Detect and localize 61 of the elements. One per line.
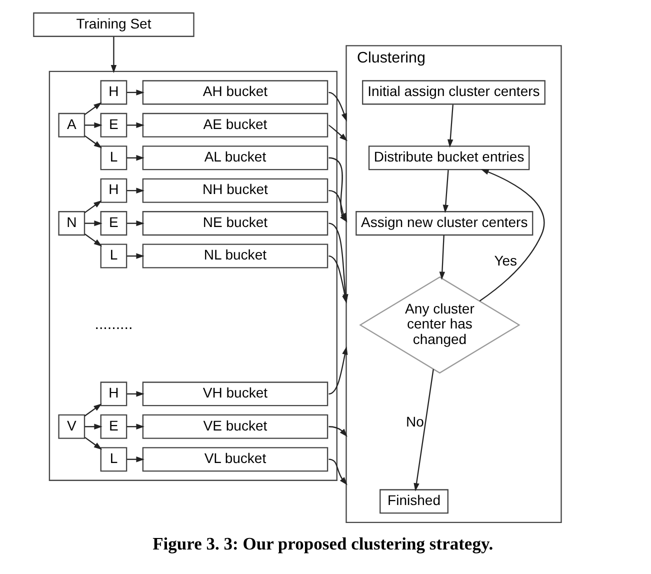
node-box: AL bucket [142,146,328,170]
arrow [328,458,348,486]
node-diamond: Any cluster center has changed [359,276,520,374]
arrow [127,188,144,194]
node-box: N [58,211,86,236]
arrow [84,135,102,148]
arrow [127,220,144,226]
node-box: Training Set [33,12,194,37]
arrow [447,104,454,148]
arrow [414,369,434,492]
arrow [84,436,102,450]
arrow [127,456,144,462]
arrow [328,92,347,122]
node-box: E [100,211,128,236]
node-box: E [100,112,128,138]
node-box: H [100,80,128,105]
node-box: V [58,414,86,439]
arrow [127,253,144,259]
node-box: VH bucket [142,382,328,406]
node-box: AH bucket [142,80,328,105]
node-box: VE bucket [142,414,328,439]
node-box: A [58,112,86,138]
arrow [84,122,102,128]
node-box: L [100,244,128,268]
node-box: L [100,447,128,472]
arrow [84,424,102,430]
node-box: Assign new cluster centers [356,211,534,236]
node-box: NH bucket [142,178,328,203]
arrow [328,426,348,437]
label: ......... [94,316,133,333]
arrow [127,122,144,128]
node-box: E [100,414,128,439]
arrow [439,235,446,280]
arrow [479,169,545,302]
node-box: H [100,178,128,203]
node-box: Finished [380,489,448,514]
arrow [127,155,144,161]
arrow [127,391,144,397]
node-box: NE bucket [142,211,328,236]
node-box: VL bucket [142,447,328,472]
arrow [442,170,449,214]
arrow [84,102,102,116]
cluster [48,70,338,481]
arrow [84,220,102,226]
node-box: Distribute bucket entries [368,146,530,170]
arrow [84,200,102,214]
edge-label: Yes [494,252,518,269]
node-box: H [100,382,128,406]
node-box: NL bucket [142,244,328,268]
arrow [328,346,348,394]
edge-label: No [406,414,424,430]
node-box: AE bucket [142,112,328,138]
arrow [84,404,102,416]
arrow [127,90,144,96]
arrow [127,424,144,430]
node-box: Initial assign cluster centers [362,80,546,105]
node-box: L [100,146,128,170]
arrow [328,124,348,142]
caption: Figure 3. 3: Our proposed clustering strategy. [152,533,494,554]
arrow [110,36,117,74]
arrow [84,234,102,246]
